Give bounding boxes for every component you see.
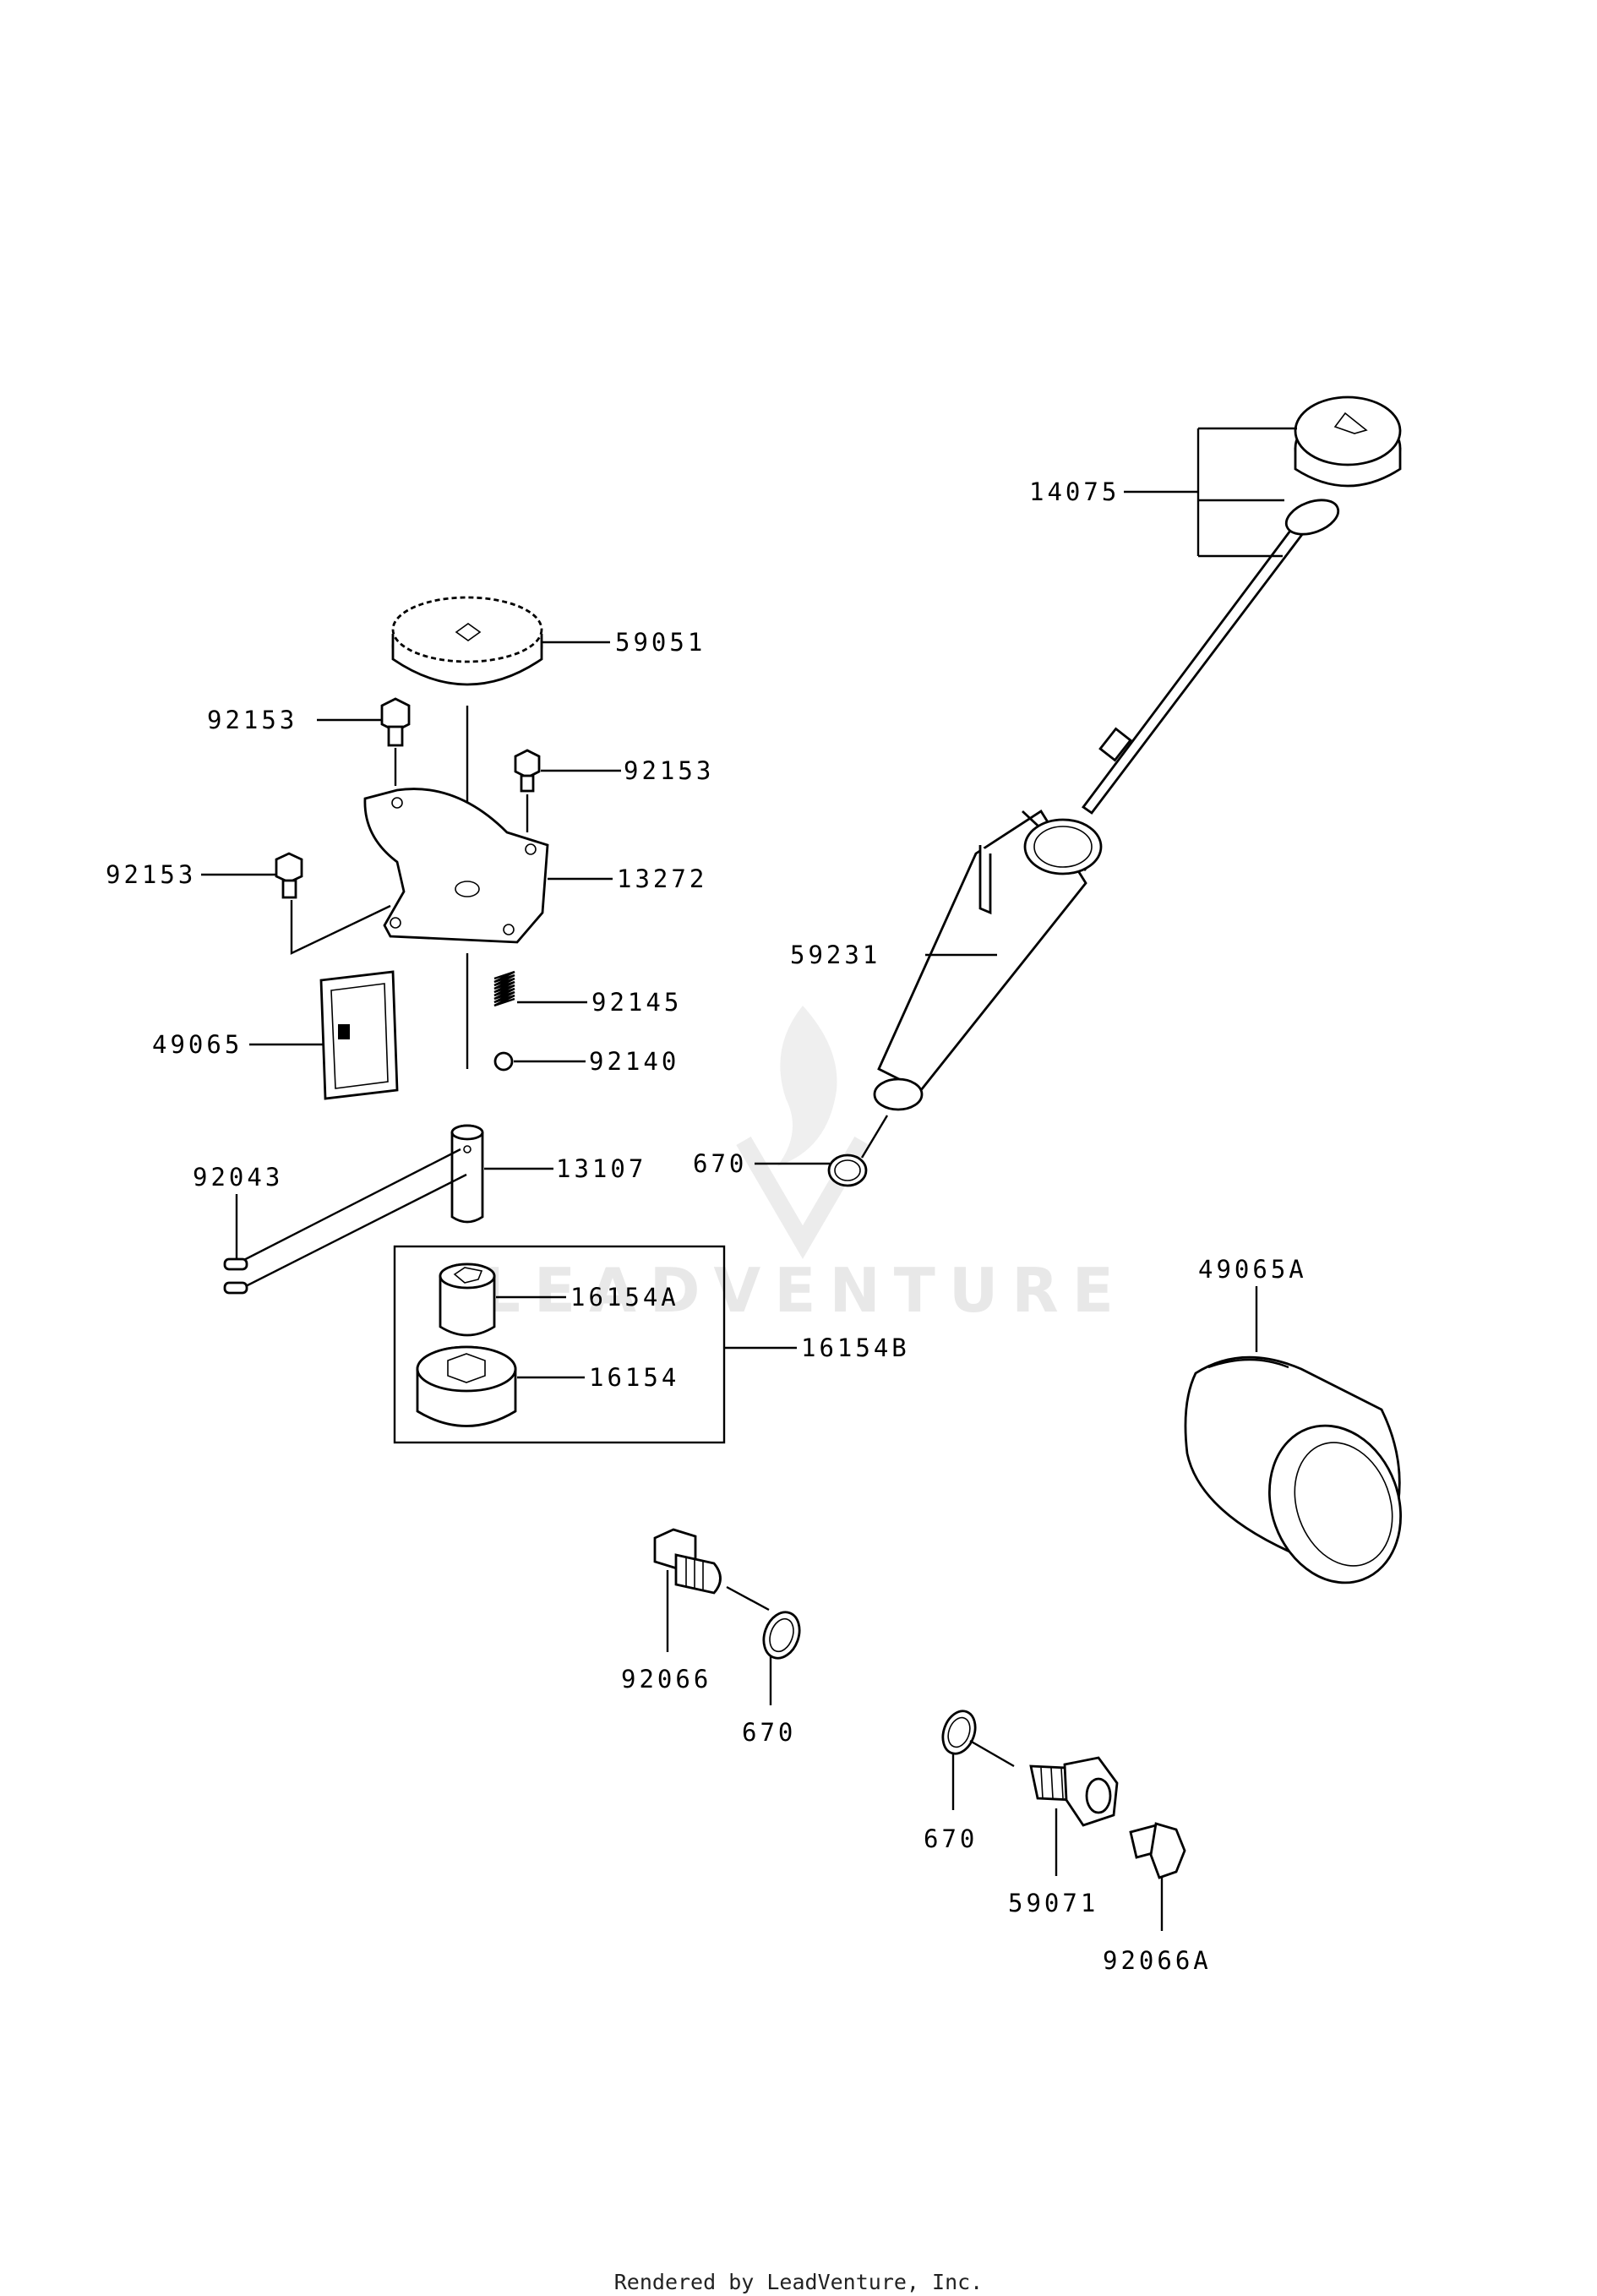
o-ring-670-a[interactable] — [827, 1115, 889, 1187]
label-59071[interactable]: 59071 — [1008, 1889, 1098, 1917]
render-credit: Rendered by LeadVenture, Inc. — [613, 2270, 984, 2294]
pump-cover-plate-13272[interactable] — [363, 788, 549, 944]
label-670-b[interactable]: 670 — [742, 1718, 796, 1747]
callout-92066: 92066 — [621, 1570, 711, 1693]
callout-16154A: 16154A — [496, 1283, 679, 1312]
callout-16154: 16154 — [517, 1363, 679, 1392]
oil-fill-tube-59231[interactable] — [873, 810, 1103, 1111]
bolt-92153-c[interactable] — [275, 852, 303, 899]
callout-92140: 92140 — [514, 1047, 679, 1076]
plug-92066A[interactable] — [1129, 1822, 1186, 1879]
bolt-92153-b[interactable] — [514, 749, 541, 793]
label-92066[interactable]: 92066 — [621, 1665, 711, 1693]
callout-92066A: 92066A — [1103, 1878, 1212, 1975]
label-13272[interactable]: 13272 — [617, 864, 707, 893]
callout-670-a: 670 — [693, 1149, 830, 1178]
label-670-a[interactable]: 670 — [693, 1149, 747, 1178]
label-92066A[interactable]: 92066A — [1103, 1946, 1212, 1975]
watermark-text: LEADVENTURE — [482, 1255, 1127, 1326]
drain-plug-92066[interactable] — [653, 1528, 722, 1595]
label-16154B[interactable]: 16154B — [801, 1333, 910, 1362]
fitting-59071[interactable] — [1029, 1756, 1119, 1827]
callout-59051: 59051 — [466, 628, 706, 870]
callout-13272: 13272 — [548, 864, 707, 893]
spring-92145[interactable] — [493, 970, 515, 1007]
rotor-set-box-16154B: 16154B — [393, 1245, 910, 1444]
pin-92043[interactable] — [223, 1148, 467, 1295]
callout-92153-b: 92153 — [526, 756, 714, 832]
callout-670-c: 670 — [924, 1753, 978, 1853]
label-14075[interactable]: 14075 — [1029, 477, 1120, 506]
label-49065A[interactable]: 49065A — [1198, 1255, 1307, 1284]
label-16154A[interactable]: 16154A — [570, 1283, 679, 1312]
label-92153-a[interactable]: 92153 — [207, 706, 297, 734]
label-92140[interactable]: 92140 — [589, 1047, 679, 1076]
label-59051[interactable]: 59051 — [615, 628, 706, 657]
label-92153-b[interactable]: 92153 — [624, 756, 714, 785]
callout-14075: 14075 — [1029, 427, 1297, 558]
label-670-c[interactable]: 670 — [924, 1824, 978, 1853]
callout-92145: 92145 — [466, 953, 682, 1069]
callout-13107: 13107 — [484, 1154, 646, 1183]
oil-screen-49065[interactable] — [319, 970, 399, 1100]
inner-rotor-16154A[interactable] — [439, 1263, 496, 1337]
label-92153-c[interactable]: 92153 — [106, 860, 196, 889]
bolt-92153-a[interactable] — [380, 697, 411, 747]
callout-92153-a: 92153 — [207, 706, 397, 786]
label-16154[interactable]: 16154 — [589, 1363, 679, 1392]
callout-59231: 59231 — [790, 941, 997, 969]
o-ring-670-c[interactable] — [937, 1706, 1015, 1768]
gear-59051[interactable] — [391, 596, 543, 686]
callout-49065: 49065 — [152, 1030, 324, 1059]
callout-92043: 92043 — [193, 1163, 283, 1259]
label-13107[interactable]: 13107 — [556, 1154, 646, 1183]
dipstick-14075[interactable] — [1082, 395, 1402, 815]
oil-filter-49065A[interactable] — [1184, 1355, 1422, 1601]
callout-49065A: 49065A — [1198, 1255, 1307, 1352]
callout-92153-c: 92153 — [106, 860, 391, 955]
outer-rotor-16154[interactable] — [416, 1345, 517, 1427]
label-92043[interactable]: 92043 — [193, 1163, 283, 1192]
o-ring-670-b[interactable] — [726, 1585, 805, 1663]
callout-670-b: 670 — [742, 1656, 796, 1747]
label-59231[interactable]: 59231 — [790, 941, 880, 969]
callout-59071: 59071 — [1008, 1808, 1098, 1917]
ball-92140[interactable] — [493, 1051, 514, 1072]
label-49065[interactable]: 49065 — [152, 1030, 243, 1059]
label-92145[interactable]: 92145 — [591, 988, 682, 1017]
shaft-13107[interactable] — [450, 1124, 484, 1224]
